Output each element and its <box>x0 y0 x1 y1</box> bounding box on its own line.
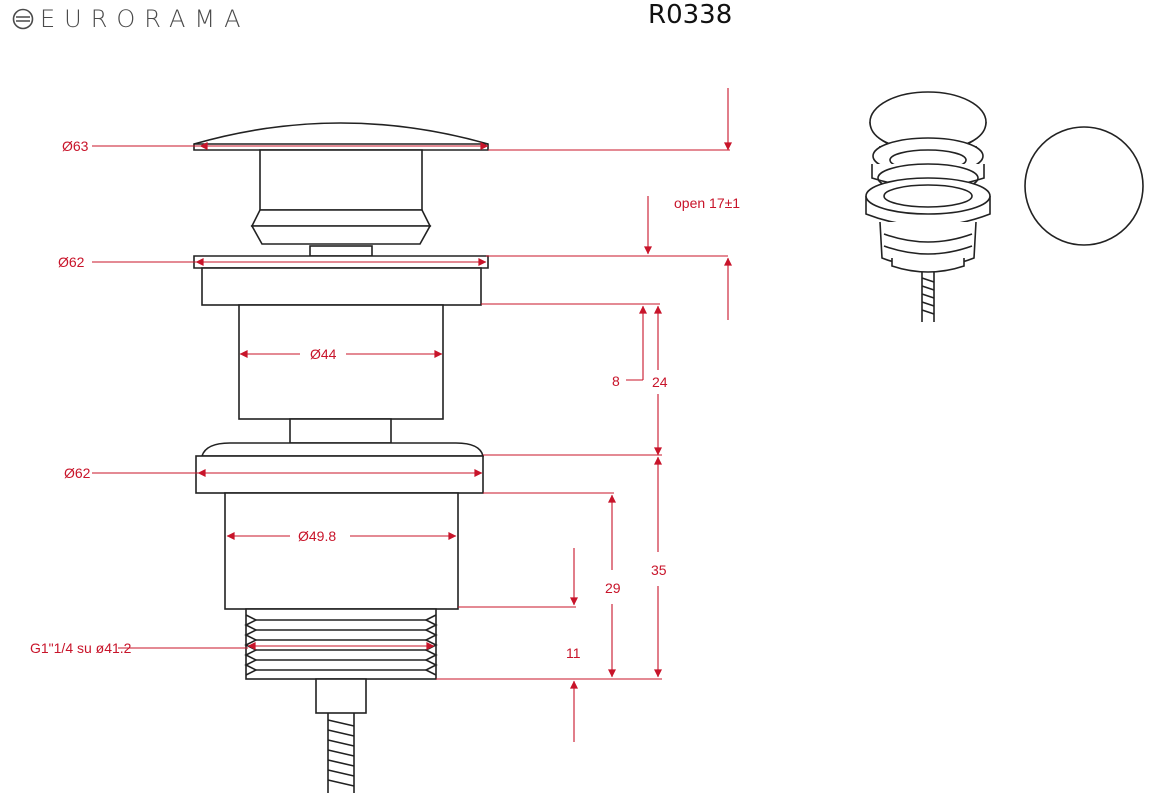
label-d63: Ø63 <box>62 138 89 154</box>
perspective-view <box>865 91 1144 322</box>
label-thread: G1"1/4 su ø41.2 <box>30 640 132 656</box>
brand-logo-icon <box>12 8 34 30</box>
label-dim8: 8 <box>612 373 620 389</box>
label-dim24: 24 <box>652 374 668 390</box>
brand-header: EURORAMA <box>12 4 250 34</box>
dimension-lines <box>92 88 732 742</box>
product-code: R0338 <box>648 0 733 30</box>
label-d62-top: Ø62 <box>58 254 85 270</box>
label-d44: Ø44 <box>310 346 337 362</box>
label-dim35: 35 <box>651 562 667 578</box>
waste-valve-outline <box>193 122 489 793</box>
label-d49-8: Ø49.8 <box>298 528 336 544</box>
label-dim11: 11 <box>566 645 581 661</box>
dimension-labels: Ø63 Ø62 Ø44 Ø62 Ø49.8 G1"1/4 su ø41.2 op… <box>30 138 740 661</box>
label-dim29: 29 <box>605 580 621 596</box>
label-open: open 17±1 <box>674 195 740 211</box>
brand-name: EURORAMA <box>40 5 250 33</box>
label-d62-bottom: Ø62 <box>64 465 91 481</box>
